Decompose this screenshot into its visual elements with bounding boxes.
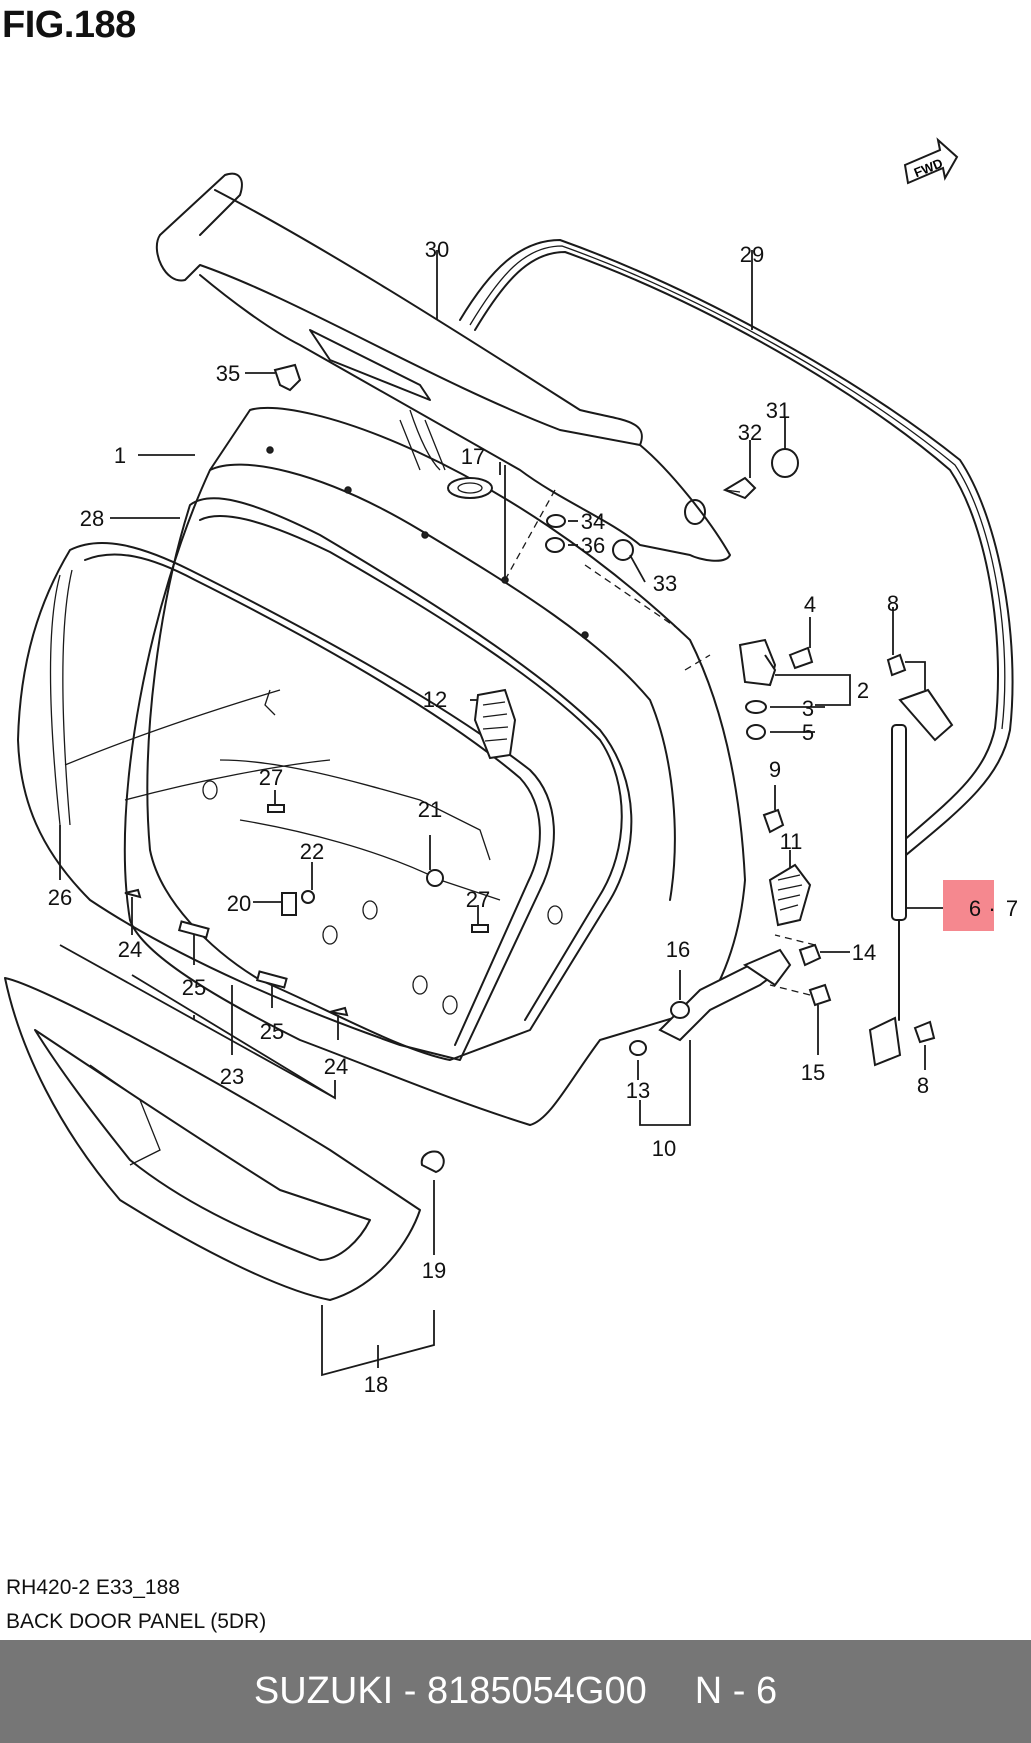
callout-11: 11 — [780, 829, 803, 854]
callout-31: 31 — [766, 398, 790, 423]
footer-position: N - 6 — [694, 1670, 778, 1712]
callout-25-left: 25 — [182, 975, 206, 1000]
callout-24-right: 24 — [324, 1054, 348, 1079]
spoiler-part — [155, 172, 731, 562]
label-27b-icon — [471, 924, 489, 933]
cap-31-icon — [771, 448, 799, 478]
label-25b-icon — [255, 970, 288, 989]
clip-16-icon — [670, 1001, 690, 1019]
callout-30: 30 — [425, 237, 449, 262]
grille-12-icon — [473, 688, 517, 760]
nut-5-icon — [746, 724, 766, 740]
callout-6: 6 — [969, 896, 981, 921]
callout-22: 22 — [300, 839, 324, 864]
callout-3: 3 — [802, 696, 814, 721]
callout-2: 2 — [857, 678, 869, 703]
bolt-8-top-icon — [886, 653, 907, 677]
figure-title: FIG.188 — [2, 4, 136, 46]
clip-24a-icon — [124, 888, 142, 899]
callout-12: 12 — [423, 687, 447, 712]
callout-23: 23 — [220, 1064, 244, 1089]
callout-29: 29 — [740, 242, 764, 267]
callout-33: 33 — [653, 571, 677, 596]
highlight-marker — [943, 880, 994, 931]
bumper-33-icon — [612, 539, 634, 561]
callout-16: 16 — [666, 937, 690, 962]
leader-lines — [59, 250, 943, 1377]
nut-36-icon — [545, 537, 565, 553]
diagram-description: BACK DOOR PANEL (5DR) — [6, 1610, 267, 1633]
callout-28: 28 — [80, 506, 104, 531]
label-25a-icon — [177, 920, 210, 939]
bolt-4-icon — [788, 646, 814, 670]
fwd-arrow-icon: FWD — [903, 137, 959, 185]
bumper-21-icon — [426, 869, 444, 887]
callout-26: 26 — [48, 885, 72, 910]
weatherstrip-part — [459, 239, 1014, 861]
footer-bar: SUZUKI - 8185054G00 N - 6 — [0, 1640, 1031, 1743]
label-27a-icon — [267, 804, 285, 813]
screw-32-icon — [722, 476, 757, 500]
callout-25-right: 25 — [260, 1019, 284, 1044]
diagram-code: RH420-2 E33_188 — [6, 1576, 180, 1599]
callout-5: 5 — [802, 720, 814, 745]
callout-dot: · — [988, 896, 995, 921]
clip-14-icon — [798, 943, 822, 967]
handle-bezel-part — [4, 977, 421, 1301]
callout-15: 15 — [801, 1060, 825, 1085]
callout-4: 4 — [804, 592, 816, 617]
callout-19: 19 — [422, 1258, 446, 1283]
window-seal-part — [146, 497, 633, 1061]
callout-14: 14 — [852, 940, 876, 965]
clip-13-icon — [629, 1040, 647, 1056]
glass-frame-part — [17, 541, 555, 1061]
callout-21: 21 — [418, 797, 442, 822]
hinge-2-icon — [738, 638, 777, 687]
callout-8-top: 8 — [887, 591, 899, 616]
callout-labels: 30 29 35 1 28 17 34 36 33 32 31 4 2 3 5 … — [48, 237, 1018, 1397]
callout-32: 32 — [738, 420, 762, 445]
bumper-9-icon — [762, 808, 785, 834]
callout-18: 18 — [364, 1372, 388, 1397]
callout-1: 1 — [114, 443, 126, 468]
door-panel-part — [123, 406, 746, 1126]
callout-27-bottom: 27 — [466, 887, 490, 912]
callout-20: 20 — [227, 891, 251, 916]
callout-10: 10 — [652, 1136, 676, 1161]
nut-34-icon — [546, 514, 566, 528]
grille-11-icon — [768, 863, 812, 927]
handle-17-icon — [447, 477, 493, 499]
callout-9: 9 — [769, 757, 781, 782]
callout-36: 36 — [581, 533, 605, 558]
clip-24b-icon — [329, 1006, 349, 1017]
footer-part-number: SUZUKI - 8185054G00 — [253, 1670, 647, 1712]
callout-35: 35 — [216, 361, 240, 386]
callout-8-bottom: 8 — [917, 1073, 929, 1098]
clip-22-icon — [301, 890, 315, 904]
callout-7: 7 — [1006, 896, 1018, 921]
plate-20-icon — [281, 892, 297, 916]
callout-24-left: 24 — [118, 937, 142, 962]
callout-27-top: 27 — [259, 765, 283, 790]
bracket-10-icon — [658, 948, 792, 1042]
callout-13: 13 — [626, 1078, 650, 1103]
screw-15-icon — [808, 983, 832, 1007]
gas-strut-6-icon — [868, 688, 954, 1067]
bolt-8-bottom-icon — [913, 1020, 936, 1044]
clip-19-icon — [420, 1150, 445, 1174]
callout-34: 34 — [581, 509, 605, 534]
clip-35-icon — [273, 363, 302, 392]
washer-3-icon — [745, 700, 767, 714]
callout-17: 17 — [461, 444, 485, 469]
